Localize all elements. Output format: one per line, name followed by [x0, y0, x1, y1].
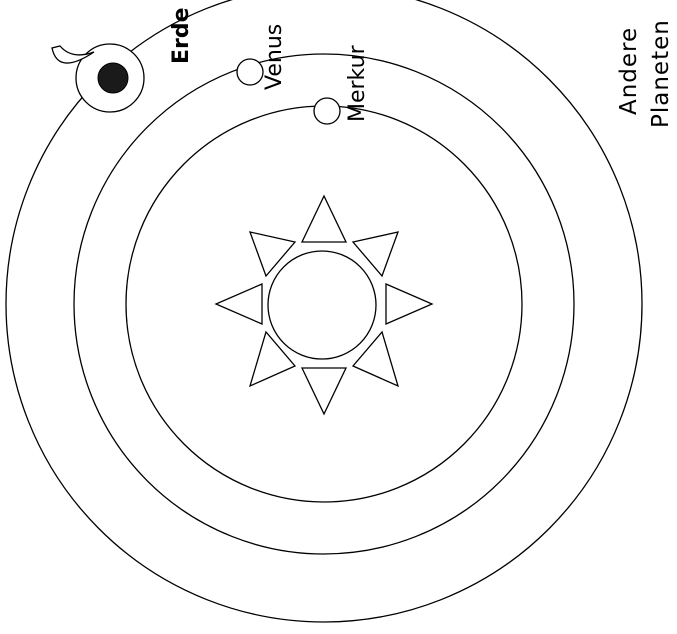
- sun-ray-bottom: [302, 368, 346, 414]
- other-planets-label-line1: Andere: [616, 27, 642, 115]
- other-planets-label-line2: Planeten: [648, 19, 674, 128]
- sun-ray-top: [302, 196, 346, 242]
- earth-label: Erde: [169, 7, 194, 64]
- sun-core: [268, 251, 376, 359]
- sun-ray-right: [386, 284, 432, 324]
- venus-planet: [237, 59, 263, 85]
- sun-icon: [216, 196, 432, 414]
- venus-label: Venus: [262, 24, 287, 90]
- earth-pupil: [98, 63, 128, 93]
- mercury-planet: [314, 98, 340, 124]
- mercury-label: Merkur: [345, 44, 370, 122]
- sun-ray-left: [216, 284, 262, 324]
